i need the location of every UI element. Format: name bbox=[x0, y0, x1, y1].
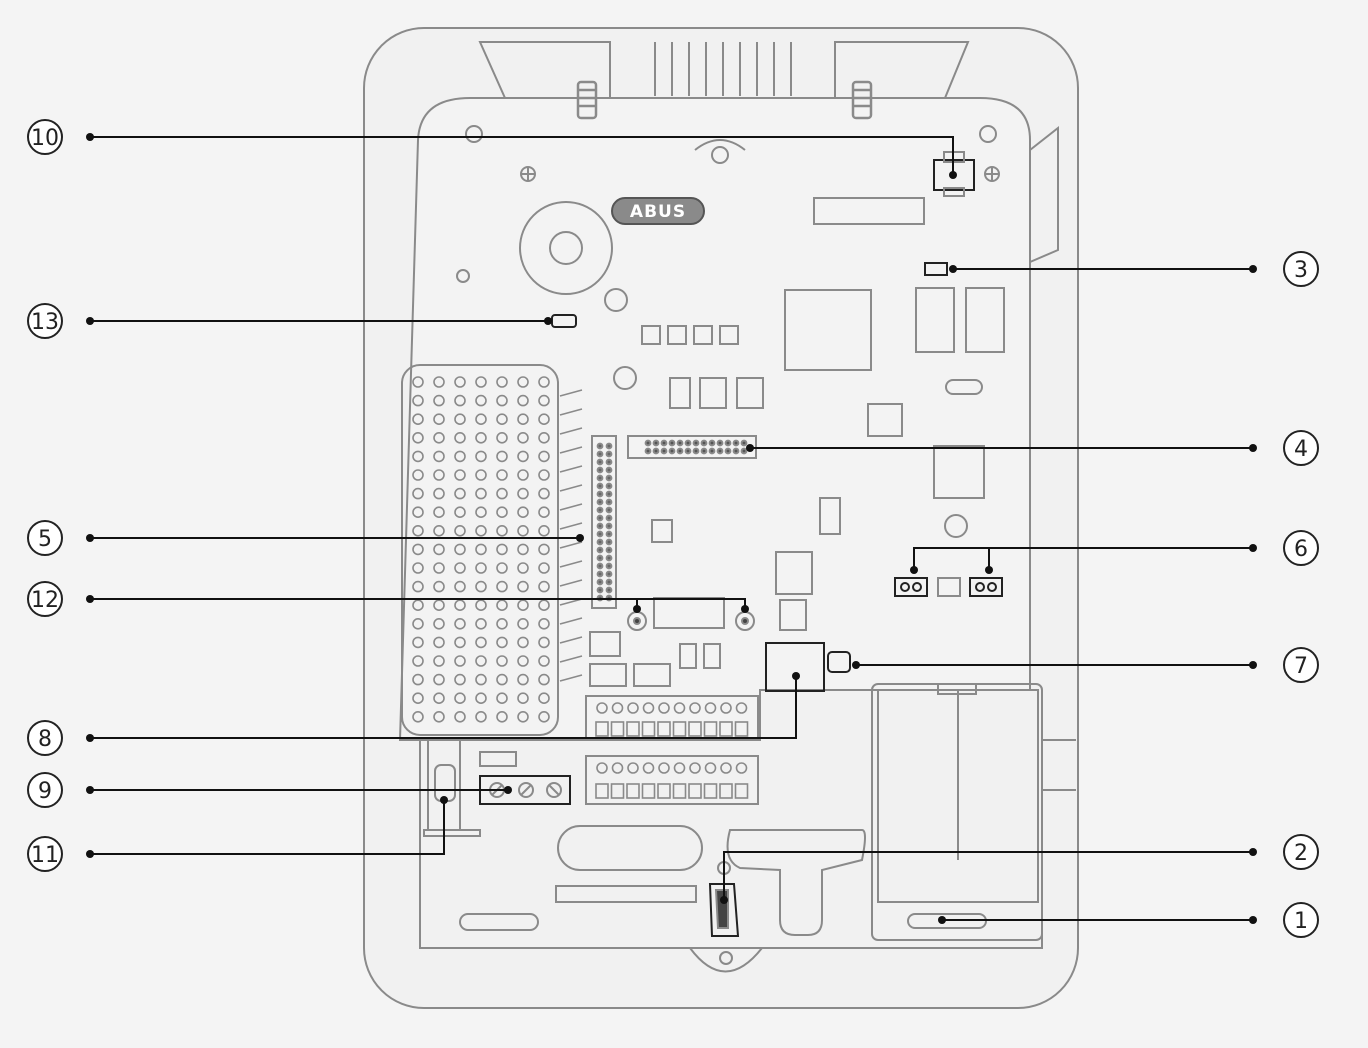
leader-dots bbox=[86, 133, 1257, 924]
callout-5: 5 bbox=[27, 520, 63, 556]
top-vents bbox=[654, 42, 792, 96]
abus-logo-badge bbox=[611, 197, 705, 225]
callout-number: 13 bbox=[31, 310, 59, 335]
callout-number: 2 bbox=[1294, 841, 1308, 866]
callout-number: 6 bbox=[1294, 537, 1308, 562]
callout-number: 10 bbox=[31, 126, 59, 151]
callout-3: 3 bbox=[1283, 251, 1319, 287]
callout-2: 2 bbox=[1283, 834, 1319, 870]
callout-number: 5 bbox=[38, 527, 52, 552]
callout-13: 13 bbox=[27, 303, 63, 339]
abus-logo: ABUS bbox=[630, 202, 686, 222]
callout-8: 8 bbox=[27, 720, 63, 756]
callout-number: 11 bbox=[31, 843, 59, 868]
leader-lines bbox=[90, 136, 1253, 921]
right-tab bbox=[1029, 125, 1059, 264]
callout-number: 8 bbox=[38, 727, 52, 752]
callout-number: 1 bbox=[1294, 909, 1308, 934]
callout-number: 3 bbox=[1294, 258, 1308, 283]
main-processor bbox=[784, 289, 872, 371]
buzzer bbox=[519, 201, 613, 295]
callout-6: 6 bbox=[1283, 530, 1319, 566]
antenna-springs bbox=[576, 80, 873, 120]
callout-4: 4 bbox=[1283, 430, 1319, 466]
ribbon-connector bbox=[591, 435, 617, 609]
jumper-b bbox=[969, 577, 1003, 597]
callout-number: 7 bbox=[1294, 654, 1308, 679]
jumper-3 bbox=[924, 262, 948, 276]
callout-12: 12 bbox=[27, 581, 63, 617]
connector-7 bbox=[827, 651, 851, 673]
terminal-block-upper bbox=[585, 695, 759, 741]
callout-number: 12 bbox=[31, 588, 59, 613]
perforated-area bbox=[401, 364, 559, 736]
perforation-holes bbox=[412, 376, 550, 723]
callout-labels: 10 13 5 12 8 9 11 3 4 6 7 2 1 bbox=[27, 119, 1319, 938]
callout-1: 1 bbox=[1283, 902, 1319, 938]
callout-number: 9 bbox=[38, 779, 52, 804]
callout-10: 10 bbox=[27, 119, 63, 155]
callout-11: 11 bbox=[27, 836, 63, 872]
wall-tamper bbox=[708, 883, 740, 937]
callout-9: 9 bbox=[27, 772, 63, 808]
callout-7: 7 bbox=[1283, 647, 1319, 683]
jumper-a bbox=[894, 577, 928, 597]
callout-number: 4 bbox=[1294, 437, 1308, 462]
terminal-block-lower bbox=[585, 755, 759, 805]
